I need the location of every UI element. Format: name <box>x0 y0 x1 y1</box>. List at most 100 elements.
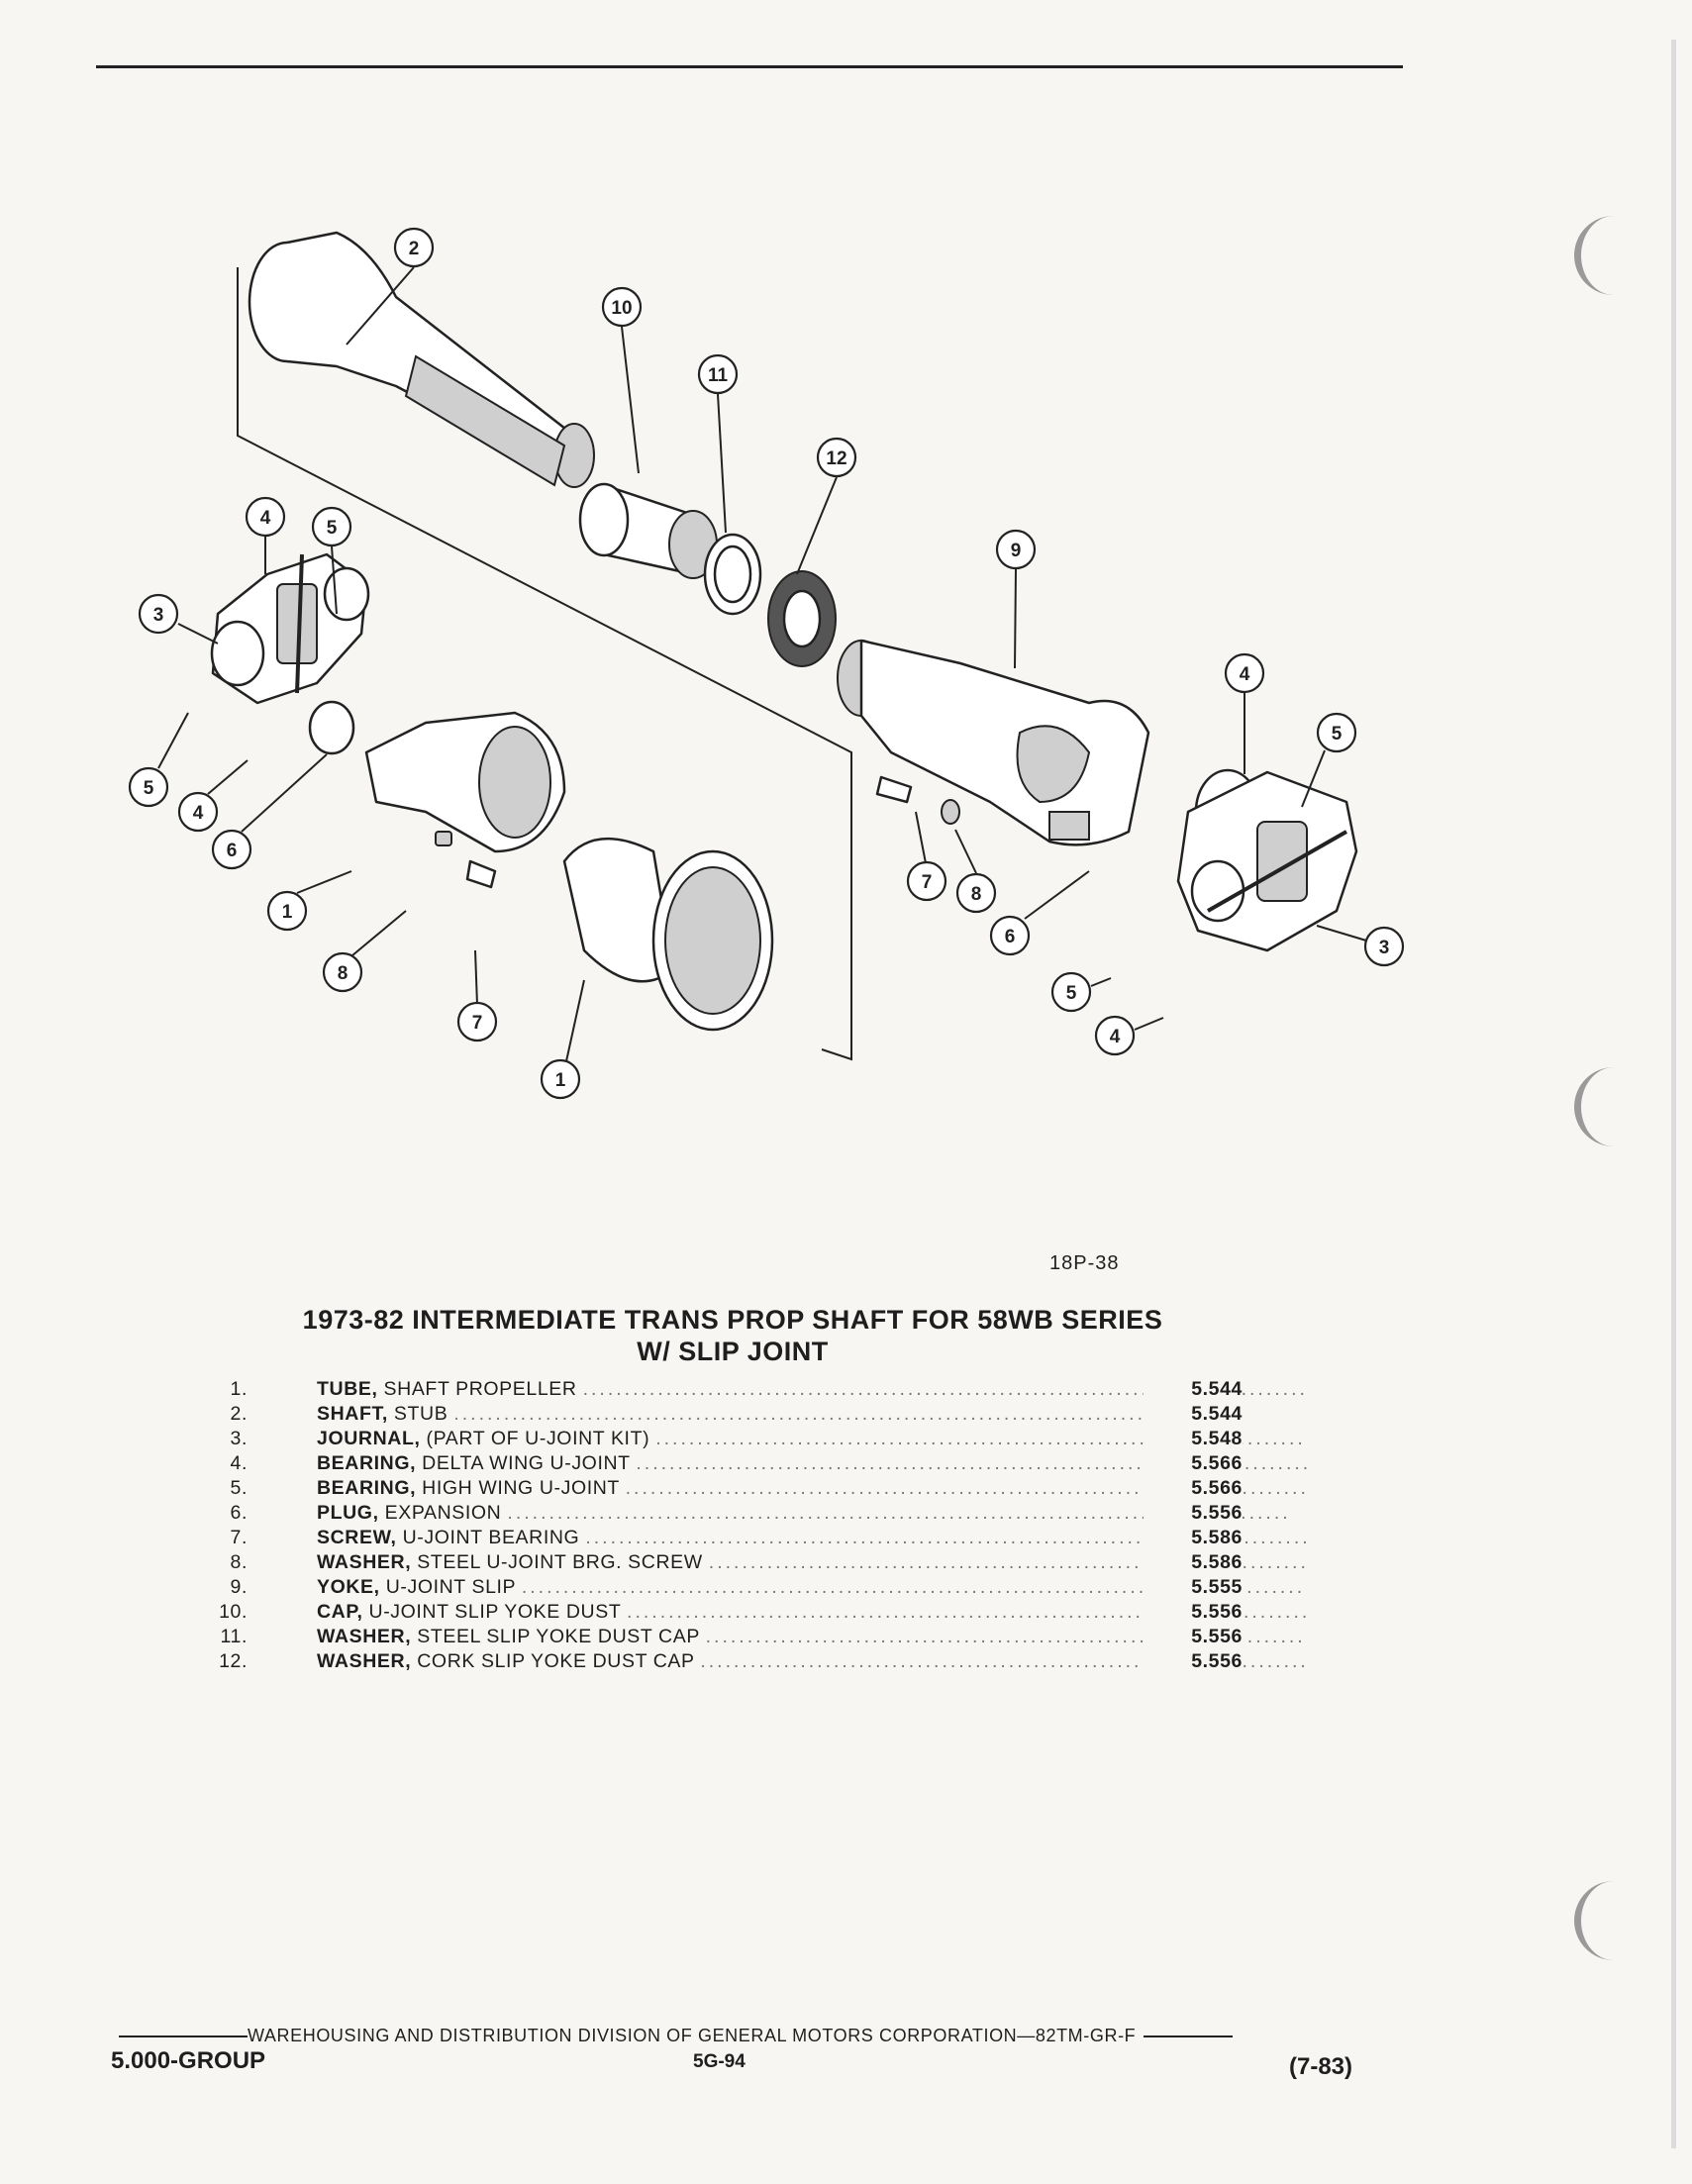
part-detail: U-JOINT BEARING <box>402 1527 580 1548</box>
part-detail: EXPANSION <box>384 1502 502 1524</box>
part-name: SHAFT, <box>317 1403 388 1425</box>
part-reference: 5.548 <box>1144 1428 1243 1450</box>
svg-text:10: 10 <box>611 298 632 319</box>
dot-leader: ........................................… <box>521 1576 1306 1598</box>
parts-list: 1. TUBE, SHAFT PROPELLER ...............… <box>203 1378 1307 1675</box>
part-description: TUBE, SHAFT PROPELLER ..................… <box>317 1378 1307 1401</box>
callout-4-left-top: 4 <box>245 496 286 538</box>
part-reference: 5.544 <box>1144 1403 1243 1426</box>
part-detail: U-JOINT SLIP <box>385 1576 516 1598</box>
footer-rule-right <box>1144 2035 1234 2038</box>
callout-2: 2 <box>393 227 435 268</box>
dot-leader: ........................................… <box>627 1601 1307 1623</box>
svg-text:7: 7 <box>922 872 933 893</box>
svg-text:8: 8 <box>971 884 982 905</box>
footer-division-line: WAREHOUSING AND DISTRIBUTION DIVISION OF… <box>119 2026 1376 2046</box>
part-number: 3. <box>230 1428 248 1449</box>
part-name: BEARING, <box>317 1477 417 1499</box>
part-number: 7. <box>230 1527 248 1548</box>
callout-leaders <box>157 266 1367 1062</box>
callout-8-left: 8 <box>322 951 363 993</box>
part-description: BEARING, DELTA WING U-JOINT ............… <box>317 1452 1307 1475</box>
part-reference: 5.556 <box>1144 1626 1243 1648</box>
part-reference: 5.586 <box>1144 1527 1243 1549</box>
part-detail: STUB <box>393 1403 448 1425</box>
svg-text:1: 1 <box>555 1070 566 1091</box>
part-reference: 5.556 <box>1144 1650 1243 1673</box>
part-number: 5. <box>230 1477 248 1499</box>
part-name: SCREW, <box>317 1527 397 1548</box>
svg-text:9: 9 <box>1011 541 1022 561</box>
parts-list-row: 2. SHAFT, STUB .........................… <box>203 1403 1252 1428</box>
tube-drawing <box>562 837 774 1032</box>
svg-text:3: 3 <box>153 605 164 626</box>
stub-shaft-drawing <box>248 231 595 488</box>
parts-list-row: 10. CAP, U-JOINT SLIP YOKE DUST ........… <box>203 1601 1307 1626</box>
part-reference: 5.556 <box>1144 1601 1243 1624</box>
part-name: CAP, <box>317 1601 363 1623</box>
parts-list-row: 12. WASHER, CORK SLIP YOKE DUST CAP ....… <box>203 1650 1307 1675</box>
part-name: WASHER, <box>317 1626 412 1647</box>
dust-cap-drawing <box>578 482 718 579</box>
svg-text:5: 5 <box>1066 983 1077 1004</box>
parts-list-row: 1. TUBE, SHAFT PROPELLER ...............… <box>203 1378 1307 1403</box>
part-number: 12. <box>219 1650 248 1672</box>
callout-1-bottom: 1 <box>540 1058 581 1100</box>
svg-text:4: 4 <box>193 803 204 824</box>
part-description: SCREW, U-JOINT BEARING .................… <box>317 1527 1307 1549</box>
callout-11: 11 <box>697 353 739 395</box>
svg-text:4: 4 <box>1240 664 1250 685</box>
part-name: BEARING, <box>317 1452 417 1474</box>
parts-list-row: 5. BEARING, HIGH WING U-JOINT ..........… <box>203 1477 1307 1502</box>
part-number: 6. <box>230 1502 248 1524</box>
callout-5-right-top: 5 <box>1316 712 1357 753</box>
part-detail: CORK SLIP YOKE DUST CAP <box>417 1650 695 1672</box>
part-number: 1. <box>230 1378 248 1400</box>
svg-text:4: 4 <box>260 508 271 529</box>
svg-text:5: 5 <box>144 778 154 799</box>
callout-7-left: 7 <box>456 1001 498 1042</box>
part-detail: STEEL U-JOINT BRG. SCREW <box>417 1551 703 1573</box>
top-rule <box>96 65 1403 68</box>
binder-hole-bottom <box>1574 1881 1621 1960</box>
screw-washer-drawings <box>435 775 960 889</box>
callout-5-left-top: 5 <box>311 506 352 547</box>
callout-4-left-bottom: 4 <box>177 791 219 833</box>
part-name: YOKE, <box>317 1576 380 1598</box>
part-detail: STEEL SLIP YOKE DUST CAP <box>417 1626 700 1647</box>
part-reference: 5.566 <box>1144 1477 1243 1500</box>
left-yoke-drawing <box>308 700 566 853</box>
part-detail: SHAFT PROPELLER <box>383 1378 577 1400</box>
part-name: WASHER, <box>317 1551 412 1573</box>
dot-leader: ........................................… <box>582 1378 1307 1400</box>
binder-edge <box>1671 40 1676 2148</box>
dot-leader: ........................................… <box>625 1477 1307 1499</box>
slip-yoke-drawing <box>837 639 1150 846</box>
callout-5-right-bottom: 5 <box>1050 971 1092 1013</box>
svg-text:12: 12 <box>826 448 846 469</box>
cork-washer-drawing <box>767 570 837 667</box>
part-detail: DELTA WING U-JOINT <box>422 1452 631 1474</box>
parts-list-row: 6. PLUG, EXPANSION .....................… <box>203 1502 1288 1527</box>
exploded-parts-diagram: 2 10 11 12 9 4 5 3 5 4 6 1 8 7 1 7 8 4 5… <box>128 227 1405 1100</box>
part-number: 11. <box>220 1626 248 1647</box>
part-description: BEARING, HIGH WING U-JOINT .............… <box>317 1477 1307 1500</box>
dot-leader: ........................................… <box>585 1527 1307 1548</box>
part-number: 8. <box>230 1551 248 1573</box>
svg-text:5: 5 <box>327 518 338 539</box>
svg-text:1: 1 <box>282 902 293 923</box>
svg-text:3: 3 <box>1379 938 1390 958</box>
binder-hole-middle <box>1574 1067 1621 1146</box>
right-u-joint-drawing <box>1176 768 1358 952</box>
footer-rule-left <box>119 2035 248 2038</box>
dot-leader: ........................................… <box>636 1452 1307 1474</box>
part-number: 2. <box>230 1403 248 1425</box>
part-description: YOKE, U-JOINT SLIP .....................… <box>317 1576 1307 1599</box>
part-description: WASHER, STEEL U-JOINT BRG. SCREW .......… <box>317 1551 1307 1574</box>
page-title: 1973-82 INTERMEDIATE TRANS PROP SHAFT FO… <box>302 1305 1163 1335</box>
part-description: CAP, U-JOINT SLIP YOKE DUST ............… <box>317 1601 1307 1624</box>
callout-3-left: 3 <box>138 593 179 635</box>
part-detail: U-JOINT SLIP YOKE DUST <box>368 1601 622 1623</box>
part-description: SHAFT, STUB ............................… <box>317 1403 1307 1426</box>
page-subtitle: W/ SLIP JOINT <box>637 1337 829 1366</box>
